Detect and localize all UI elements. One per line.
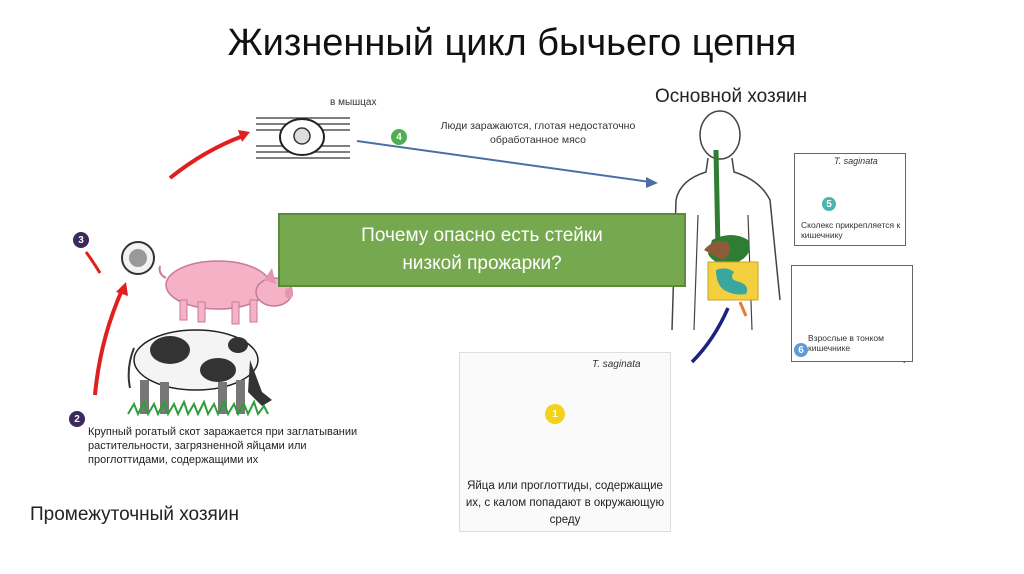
muscle-label: в мышцах bbox=[330, 97, 377, 108]
infection-arrow bbox=[356, 140, 651, 183]
stage-1-badge: 1 bbox=[545, 404, 565, 424]
red-arrow-top bbox=[168, 134, 244, 180]
red-arrow-top-head bbox=[238, 130, 250, 142]
stage-6-badge: 6 bbox=[794, 343, 808, 357]
stage-5-box bbox=[794, 153, 906, 246]
question-callout: Почему опасно есть стейки низкой прожарк… bbox=[278, 213, 686, 287]
red-arrow-left bbox=[93, 289, 124, 396]
stage-3-badge: 3 bbox=[73, 232, 89, 248]
stage-1-text: Яйца или проглоттиды, содержащие их, с к… bbox=[465, 480, 665, 526]
red-arrow-left-head bbox=[116, 282, 128, 296]
callout-line-1: Почему опасно есть стейки bbox=[361, 225, 603, 246]
stage-6-text: Взрослые в тонком кишечнике bbox=[808, 333, 884, 353]
infection-arrow-head bbox=[646, 177, 658, 188]
stage-1-title: T. saginata bbox=[592, 359, 641, 370]
callout-line-2: низкой прожарки? bbox=[402, 253, 562, 274]
stage-1-box bbox=[459, 352, 671, 532]
muscle-cyst-image bbox=[256, 112, 352, 162]
cow-image bbox=[127, 329, 272, 417]
definitive-host-label: Основной хозяин bbox=[655, 86, 808, 107]
stage-2-badge: 2 bbox=[69, 411, 85, 427]
stage-5-badge: 5 bbox=[822, 197, 836, 211]
stage-5-title: T. saginata bbox=[834, 156, 878, 166]
human-image bbox=[671, 110, 781, 331]
pig-image bbox=[158, 260, 293, 325]
stage-4-badge: 4 bbox=[391, 129, 407, 145]
stage-6-box bbox=[791, 265, 913, 362]
intermediate-host-label: Промежуточный хозяин bbox=[30, 504, 239, 525]
stage-2-text: Крупный рогатый скот заражается при загл… bbox=[88, 426, 358, 466]
stage-4-text: Люди заражаются, глотая недостаточно обр… bbox=[440, 120, 636, 146]
red-arrow-small bbox=[84, 251, 102, 274]
cysticercus-image bbox=[121, 241, 155, 275]
stage-5-text: Сколекс прикрепляется к кишечнику bbox=[801, 220, 901, 240]
page-title: Жизненный цикл бычьего цепня bbox=[227, 22, 797, 64]
blue-arrow bbox=[690, 307, 730, 364]
